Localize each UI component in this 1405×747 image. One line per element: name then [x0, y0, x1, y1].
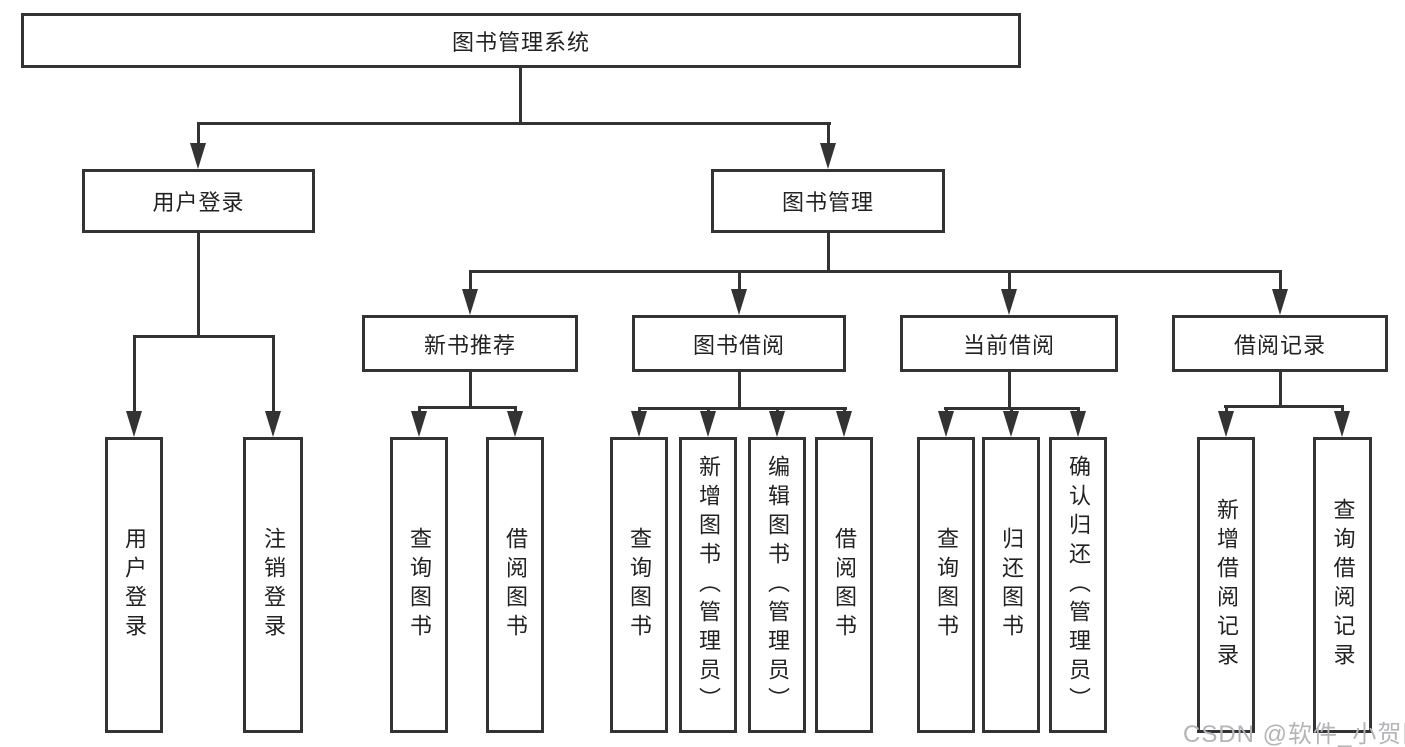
leaf-query-books-1: 查询图书 — [390, 437, 448, 733]
leaf-label: 查询图书 — [934, 527, 959, 643]
arrowhead-book-borrow — [731, 289, 747, 315]
leaf-borrow-books-2: 借阅图书 — [815, 437, 873, 733]
leaf-query-borrow-record: 查询借阅记录 — [1313, 437, 1372, 733]
node-label: 当前借阅 — [962, 332, 1055, 358]
connector-book-borrow-stem — [738, 372, 741, 407]
leaf-label: 新增借阅记录 — [1214, 498, 1239, 672]
connector-leaf-drop — [1225, 405, 1228, 413]
arrowhead-user-login — [190, 143, 206, 169]
leaf-label: 借阅图书 — [503, 527, 528, 643]
connector-new-books-stem — [469, 372, 472, 406]
node-borrowing-records: 借阅记录 — [1172, 315, 1388, 372]
connector-borrow-records-rail — [1224, 405, 1344, 408]
leaf-edit-books-admin: 编辑图书（管理员） — [748, 437, 806, 733]
connector-leaf-drop — [1341, 405, 1344, 413]
connector-user-login-drop — [197, 122, 200, 146]
connector-leaf-drop — [1077, 407, 1080, 413]
node-label: 用户登录 — [152, 190, 245, 215]
leaf-user-login: 用户登录 — [105, 437, 163, 733]
connector-leaf-drop — [707, 407, 710, 413]
node-library-management-system: 图书管理系统 — [21, 13, 1021, 68]
node-label: 图书管理系统 — [451, 29, 590, 55]
arrowhead-leaf — [769, 411, 785, 437]
node-label: 新书推荐 — [423, 332, 516, 358]
connector-book-mgmt-drop — [827, 122, 830, 146]
leaf-logout: 注销登录 — [243, 437, 303, 733]
arrowhead-leaf — [938, 411, 954, 437]
node-current-borrowing: 当前借阅 — [900, 315, 1118, 372]
connector-borrow-records-stem — [1279, 372, 1282, 405]
arrowhead-leaf — [836, 411, 852, 437]
connector-leaf-drop — [945, 407, 948, 413]
connector-book-borrow-rail — [638, 407, 847, 410]
node-book-borrowing: 图书借阅 — [632, 315, 846, 372]
arrowhead-current-borrow — [1001, 289, 1017, 315]
node-label: 图书管理 — [781, 190, 874, 215]
connector-level3-rail — [469, 270, 1282, 273]
csdn-watermark: CSDN @软件_小贺同学 — [1183, 721, 1405, 747]
leaf-add-borrow-record: 新增借阅记录 — [1197, 437, 1255, 733]
connector-leaf-drop — [514, 406, 517, 413]
connector-user-login-stem — [197, 233, 200, 335]
arrowhead-leaf — [631, 411, 647, 437]
leaf-query-books-3: 查询图书 — [917, 437, 975, 733]
arrowhead-logout-leaf — [265, 411, 281, 437]
leaf-label: 查询图书 — [407, 527, 432, 643]
arrowhead-new-books — [462, 289, 478, 315]
connector-current-borrow-drop — [1008, 270, 1011, 291]
arrowhead-leaf — [1070, 411, 1086, 437]
node-new-book-recommend: 新书推荐 — [362, 315, 578, 372]
connector-logout-leaf-drop — [272, 335, 275, 413]
leaf-label: 新增图书（管理员） — [696, 454, 721, 716]
connector-leaf-drop — [1010, 407, 1013, 413]
connector-login-leaf-drop — [133, 335, 136, 413]
connector-current-borrow-stem — [1008, 372, 1011, 407]
arrowhead-leaf — [1003, 411, 1019, 437]
leaf-label: 确认归还（管理员） — [1066, 454, 1091, 716]
connector-leaf-drop — [638, 407, 641, 413]
arrowhead-leaf — [507, 411, 523, 437]
arrowhead-leaf — [411, 411, 427, 437]
connector-book-mgmt-stem — [827, 233, 830, 270]
leaf-label: 注销登录 — [261, 527, 286, 643]
leaf-label: 查询图书 — [627, 527, 652, 643]
arrowhead-leaf — [1218, 411, 1234, 437]
leaf-query-books-2: 查询图书 — [610, 437, 668, 733]
connector-leaf-drop — [843, 407, 846, 413]
leaf-borrow-books-1: 借阅图书 — [486, 437, 544, 733]
leaf-label: 借阅图书 — [832, 527, 857, 643]
connector-user-login-rail — [133, 335, 275, 338]
connector-leaf-drop — [776, 407, 779, 413]
leaf-label: 查询借阅记录 — [1330, 498, 1356, 672]
connector-borrow-records-drop — [1279, 270, 1282, 291]
connector-root-stem — [519, 68, 522, 122]
node-label: 借阅记录 — [1233, 332, 1326, 358]
connector-book-borrow-drop — [738, 270, 741, 291]
connector-leaf-drop — [418, 406, 421, 413]
arrowhead-borrow-records — [1272, 289, 1288, 315]
leaf-label: 用户登录 — [122, 527, 147, 643]
arrowhead-leaf — [700, 411, 716, 437]
arrowhead-login-leaf — [126, 411, 142, 437]
connector-level2-rail — [197, 122, 831, 125]
leaf-label: 编辑图书（管理员） — [765, 454, 790, 716]
connector-new-books-rail — [418, 406, 517, 409]
node-label: 图书借阅 — [692, 332, 785, 358]
leaf-add-books-admin: 新增图书（管理员） — [679, 437, 737, 733]
leaf-label: 归还图书 — [999, 527, 1024, 643]
connector-new-books-drop — [469, 270, 472, 291]
leaf-confirm-return-admin: 确认归还（管理员） — [1049, 437, 1107, 733]
node-book-management: 图书管理 — [711, 169, 945, 233]
arrowhead-book-mgmt — [820, 143, 836, 169]
arrowhead-leaf — [1334, 411, 1350, 437]
leaf-return-books: 归还图书 — [982, 437, 1040, 733]
node-user-login: 用户登录 — [82, 169, 315, 233]
